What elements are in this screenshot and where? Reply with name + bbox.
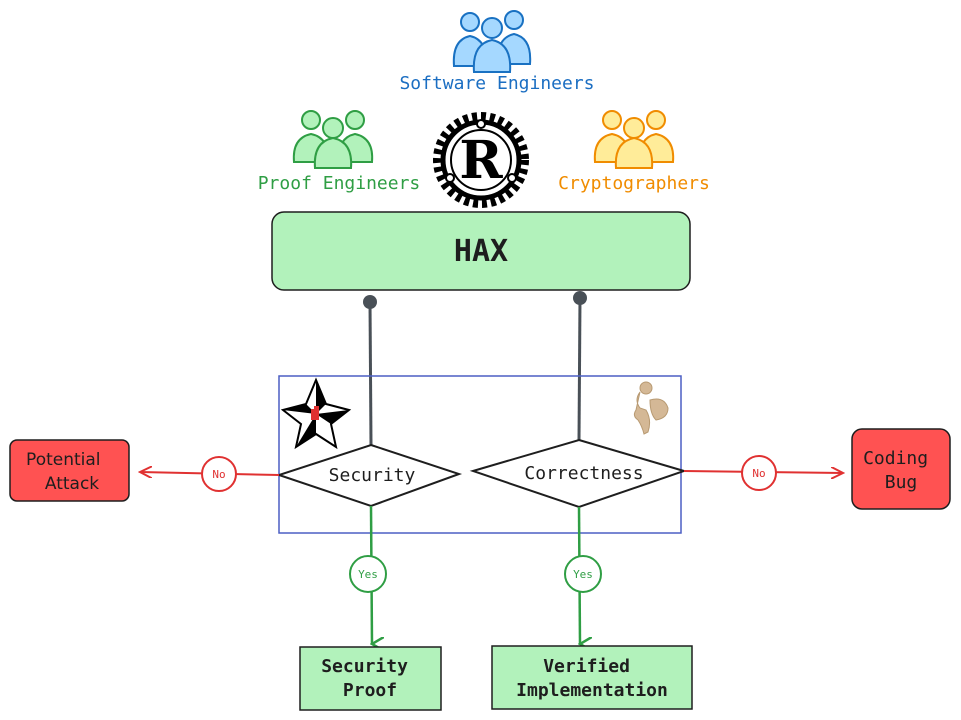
- cryptographers-label: Cryptographers: [558, 173, 710, 194]
- verified-implementation-line-1: Verified: [543, 656, 630, 677]
- svg-text:R: R: [459, 130, 503, 191]
- verification-frame: [278, 375, 682, 534]
- hax-connector-right: [573, 291, 587, 441]
- proverif-star-logo-icon: [280, 377, 352, 450]
- software-engineers-people-icon: [452, 10, 532, 73]
- hax-label: HAX: [454, 234, 508, 269]
- security-proof-line-2: Proof: [343, 680, 397, 701]
- cryptographers-people-icon: [593, 110, 675, 169]
- verified-implementation-box: [491, 645, 693, 710]
- security-decision-label: Security: [329, 465, 416, 486]
- rust-logo-icon: R: [433, 112, 529, 208]
- no-left-label: No: [212, 468, 225, 481]
- no-right-label: No: [752, 467, 765, 480]
- security-proof-box: [299, 646, 442, 711]
- verified-implementation-label: Verified Implementation: [516, 656, 668, 701]
- coding-bug-label: Coding Bug: [863, 448, 939, 493]
- coding-bug-line-2: Bug: [885, 472, 918, 493]
- no-right-circle: [741, 455, 777, 491]
- potential-attack-label: Potential Attack: [26, 450, 106, 494]
- coq-rooster-logo-icon: [633, 381, 669, 435]
- verified-implementation-line-2: Implementation: [516, 680, 668, 701]
- yes-right-circle: [564, 555, 602, 593]
- proof-engineers-people-icon: [292, 110, 374, 169]
- potential-attack-line-1: Potential: [26, 450, 100, 470]
- potential-attack-box: [9, 439, 130, 502]
- security-proof-label: Security Proof: [321, 656, 419, 701]
- no-left-circle: [201, 456, 237, 492]
- yes-left-label: Yes: [358, 568, 378, 581]
- potential-attack-line-2: Attack: [45, 474, 99, 494]
- yes-right-label: Yes: [573, 568, 593, 581]
- yes-left-circle: [349, 555, 387, 593]
- hax-box: [271, 211, 691, 291]
- coding-bug-box: [851, 428, 951, 510]
- security-proof-line-1: Security: [321, 656, 408, 677]
- hax-connector-left: [363, 295, 377, 446]
- proof-engineers-label: Proof Engineers: [258, 173, 421, 194]
- coding-bug-line-1: Coding: [863, 448, 928, 469]
- correctness-decision-label: Correctness: [524, 463, 643, 484]
- software-engineers-label: Software Engineers: [399, 73, 594, 94]
